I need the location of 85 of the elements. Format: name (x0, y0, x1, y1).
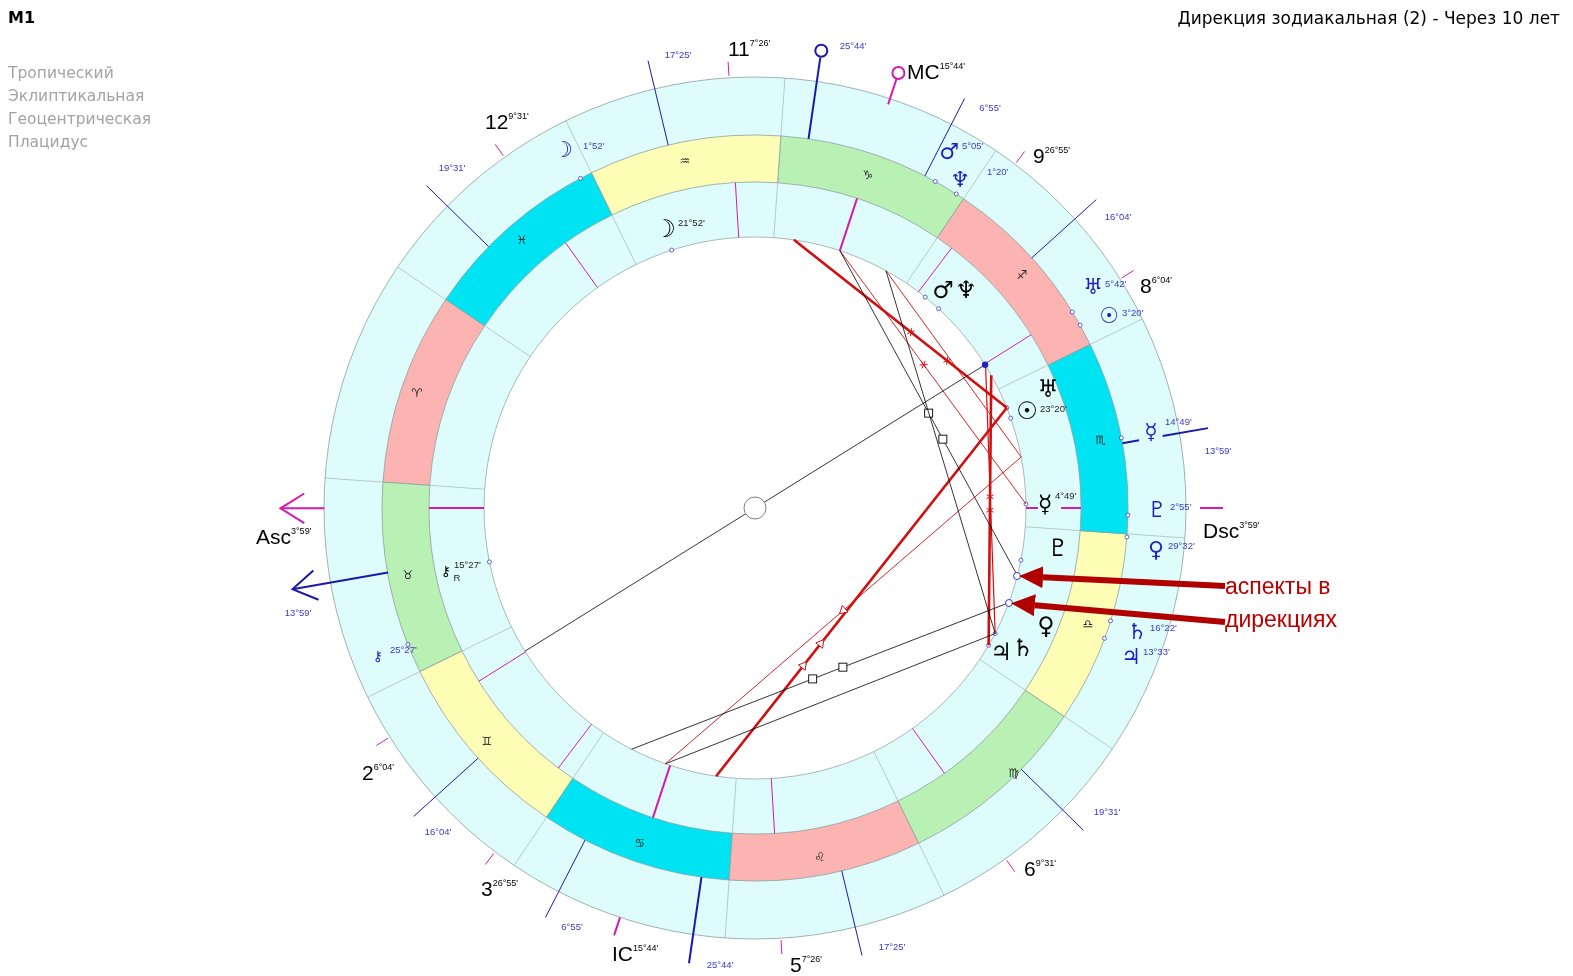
degree-label: 16°04' (1104, 212, 1132, 222)
arrow (1011, 594, 1226, 625)
zodiac-sign-symbol: ♈ (411, 387, 423, 399)
degree-label: 4°49' (1055, 491, 1077, 501)
planet-symbol: ☉ (1016, 399, 1038, 423)
house-cusp-label: 9$^{26°55'}$ (1033, 144, 1071, 166)
degree-label: 13°33' (1143, 647, 1170, 657)
aspect-end-dot (1013, 572, 1021, 580)
planet-symbol: ♆ (955, 278, 977, 302)
planet-symbol: ♃ (1121, 646, 1141, 668)
planet-symbol: ♀ (1147, 539, 1165, 561)
chart-setting-label: Тропический (8, 66, 114, 82)
degree-label: 17°25' (878, 942, 906, 952)
degree-label: 16°22' (1150, 623, 1177, 633)
degree-label: 25°27' (390, 645, 417, 655)
zodiac-sign-symbol: ♎ (1082, 618, 1094, 630)
degree-label: 3°20' (1122, 308, 1144, 318)
degree-label: 23°20' (1040, 404, 1067, 414)
zodiac-sign-symbol: ♏ (1095, 434, 1107, 446)
house-cusp-label: 2$^{6°04'}$ (362, 761, 395, 783)
zodiac-sign-symbol: ♐ (1016, 269, 1028, 281)
arrow (1019, 566, 1226, 589)
callout-text: аспекты в дирекциях (1225, 570, 1375, 636)
planet-symbol: ⚷ (372, 649, 384, 663)
house-cusp-label: 11$^{7°26'}$ (728, 37, 771, 59)
planet-symbol: ☿ (1144, 421, 1158, 443)
chart-setting-label: Эклиптикальная (8, 89, 145, 105)
planet-symbol: ♇ (1147, 499, 1167, 521)
house-cusp-label: 3$^{26°55'}$ (481, 877, 519, 899)
degree-label: 21°52' (678, 218, 705, 228)
planet-symbol: ♅ (1037, 377, 1059, 401)
house-cusp-label: IC$^{15°44'}$ (612, 942, 659, 964)
chart-setting-label: Плацидус (8, 135, 89, 151)
degree-label: 2°55' (1170, 502, 1192, 512)
degree-label: 19°31' (1093, 807, 1121, 817)
planet-symbol: ♃ (990, 640, 1012, 664)
degree-label: 29°32' (1168, 541, 1195, 551)
degree-label: 17°25' (664, 50, 692, 60)
degree-label: 6°55' (979, 103, 1001, 113)
house-cusp-label: Dsc$^{3°59'}$ (1203, 519, 1260, 541)
zodiac-sign-symbol: ♋ (634, 837, 646, 849)
planet-symbol: ♄ (1012, 636, 1034, 660)
zodiac-sign-symbol: ♊ (481, 735, 493, 747)
zodiac-sign-symbol: ♓ (516, 234, 528, 246)
degree-label: 13°59' (284, 608, 312, 618)
planet-symbol: ⚷ (440, 564, 452, 578)
degree-label: 19°31' (438, 163, 466, 173)
house-cusp-label: Asc$^{3°59'}$ (256, 525, 312, 547)
planet-symbol: ☽ (654, 217, 676, 241)
retrograde-mark: R (453, 573, 461, 583)
zodiac-sign-symbol: ♉ (402, 569, 414, 581)
aspect-end-dot (1005, 599, 1013, 607)
planet-symbol: ♂ (932, 278, 954, 302)
degree-label: 14°49' (1165, 417, 1192, 427)
house-cusp-label: 8$^{6°04'}$ (1140, 274, 1173, 296)
degree-label: 13°59' (1204, 446, 1232, 456)
planet-symbol: ♀ (1037, 614, 1055, 638)
degree-label: 15°27' (454, 560, 481, 570)
planet-symbol: ♆ (950, 169, 970, 191)
degree-label: 1°52' (583, 141, 605, 151)
planet-symbol: ☉ (1099, 305, 1119, 327)
zodiac-sign-symbol: ♌ (814, 851, 826, 863)
planet-symbol: ☿ (1037, 492, 1053, 516)
chart-id-label: M1 (8, 10, 36, 26)
degree-label: 25°44' (839, 41, 867, 51)
house-cusp-label: 6$^{9°31'}$ (1024, 857, 1057, 879)
degree-label: 6°55' (561, 922, 583, 932)
degree-label: 1°20' (987, 167, 1009, 177)
zodiac-sign-symbol: ♒ (679, 155, 691, 167)
chart-title: Дирекция зодиакальная (2) - Через 10 лет (1177, 8, 1560, 28)
degree-label: 16°04' (424, 827, 452, 837)
house-cusp-label: 5$^{7°26'}$ (790, 953, 823, 975)
planet-symbol: ♇ (1047, 536, 1069, 560)
house-cusp-label: MC$^{15°44'}$ (907, 60, 965, 82)
degree-label: 5°05' (962, 141, 984, 151)
degree-label: 25°44' (706, 960, 734, 970)
house-cusp-label: 12$^{9°31'}$ (485, 110, 529, 132)
zodiac-sign-symbol: ♑ (862, 169, 874, 181)
planet-symbol: ♅ (1083, 276, 1103, 298)
zodiac-sign-symbol: ♍ (1008, 767, 1020, 779)
chart-setting-label: Геоцентрическая (8, 112, 152, 128)
degree-label: 5°42' (1105, 279, 1127, 289)
planet-symbol: ♂ (939, 141, 959, 163)
planet-symbol: ☽ (553, 139, 573, 161)
planet-symbol: ♄ (1127, 621, 1147, 643)
